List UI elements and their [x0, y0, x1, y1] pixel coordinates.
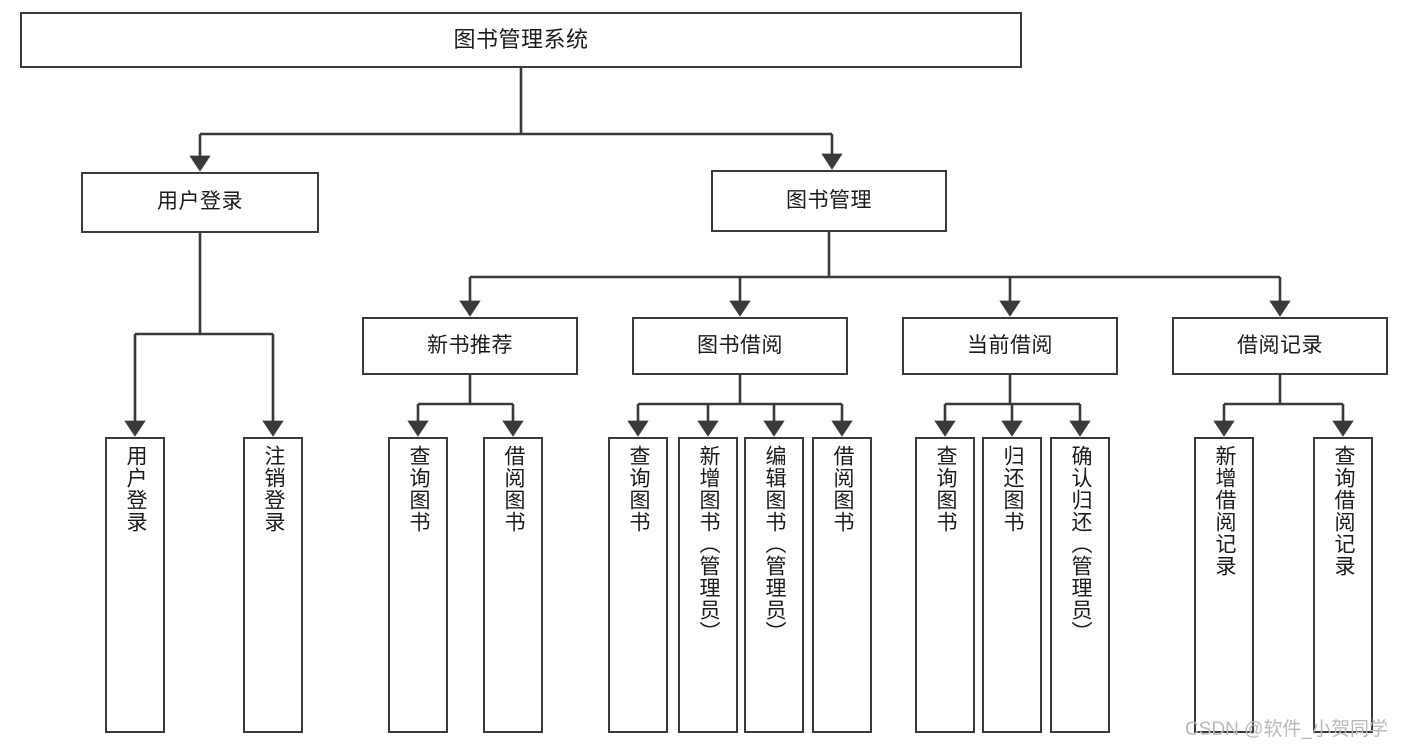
- node-label: 图书借阅: [697, 333, 783, 357]
- node-label: 图书管理系统: [453, 27, 589, 53]
- node-leaf-query-book-recommend[interactable]: 查询图书: [388, 437, 448, 733]
- node-label: 借阅图书: [831, 445, 855, 533]
- node-label: 新增借阅记录: [1213, 445, 1237, 577]
- node-leaf-borrow-book[interactable]: 借阅图书: [812, 437, 872, 733]
- node-label: 查询借阅记录: [1332, 445, 1356, 577]
- node-leaf-query-book-borrow[interactable]: 查询图书: [608, 437, 668, 733]
- node-label: 查询图书: [627, 445, 651, 533]
- node-current-borrow[interactable]: 当前借阅: [902, 317, 1118, 375]
- node-leaf-query-book-current[interactable]: 查询图书: [915, 437, 975, 733]
- node-leaf-add-borrow-record[interactable]: 新增借阅记录: [1194, 437, 1254, 733]
- node-leaf-edit-book-admin[interactable]: 编辑图书（管理员）: [744, 437, 804, 733]
- node-label: 借阅记录: [1237, 333, 1323, 357]
- node-label: 用户登录: [124, 445, 148, 533]
- node-label: 借阅图书: [502, 445, 526, 533]
- node-leaf-confirm-return-admin[interactable]: 确认归还（管理员）: [1050, 437, 1110, 733]
- node-label: 用户登录: [157, 190, 243, 214]
- node-book-borrow[interactable]: 图书借阅: [632, 317, 848, 375]
- node-label: 编辑图书（管理员）: [763, 445, 787, 643]
- node-label: 查询图书: [934, 445, 958, 533]
- node-book-management[interactable]: 图书管理: [711, 170, 947, 232]
- node-leaf-query-borrow-record[interactable]: 查询借阅记录: [1313, 437, 1373, 733]
- node-label: 新书推荐: [427, 333, 513, 357]
- node-user-login[interactable]: 用户登录: [81, 172, 319, 233]
- node-leaf-logout-login[interactable]: 注销登录: [243, 437, 303, 733]
- node-leaf-add-book-admin[interactable]: 新增图书（管理员）: [678, 437, 738, 733]
- node-label: 图书管理: [786, 188, 872, 212]
- node-borrow-record[interactable]: 借阅记录: [1172, 317, 1388, 375]
- node-label: 当前借阅: [967, 333, 1053, 357]
- node-label: 注销登录: [262, 445, 286, 533]
- csdn-watermark: CSDN @软件_小贺同学: [1185, 719, 1388, 740]
- node-root-book-management-system[interactable]: 图书管理系统: [20, 12, 1022, 68]
- node-leaf-user-login[interactable]: 用户登录: [105, 437, 165, 733]
- node-label: 查询图书: [407, 445, 431, 533]
- node-label: 确认归还（管理员）: [1069, 445, 1093, 643]
- node-leaf-borrow-book-recommend[interactable]: 借阅图书: [483, 437, 543, 733]
- node-label: 归还图书: [1001, 445, 1025, 533]
- node-new-book-recommendation[interactable]: 新书推荐: [362, 317, 578, 375]
- node-leaf-return-book[interactable]: 归还图书: [982, 437, 1042, 733]
- node-label: 新增图书（管理员）: [697, 445, 721, 643]
